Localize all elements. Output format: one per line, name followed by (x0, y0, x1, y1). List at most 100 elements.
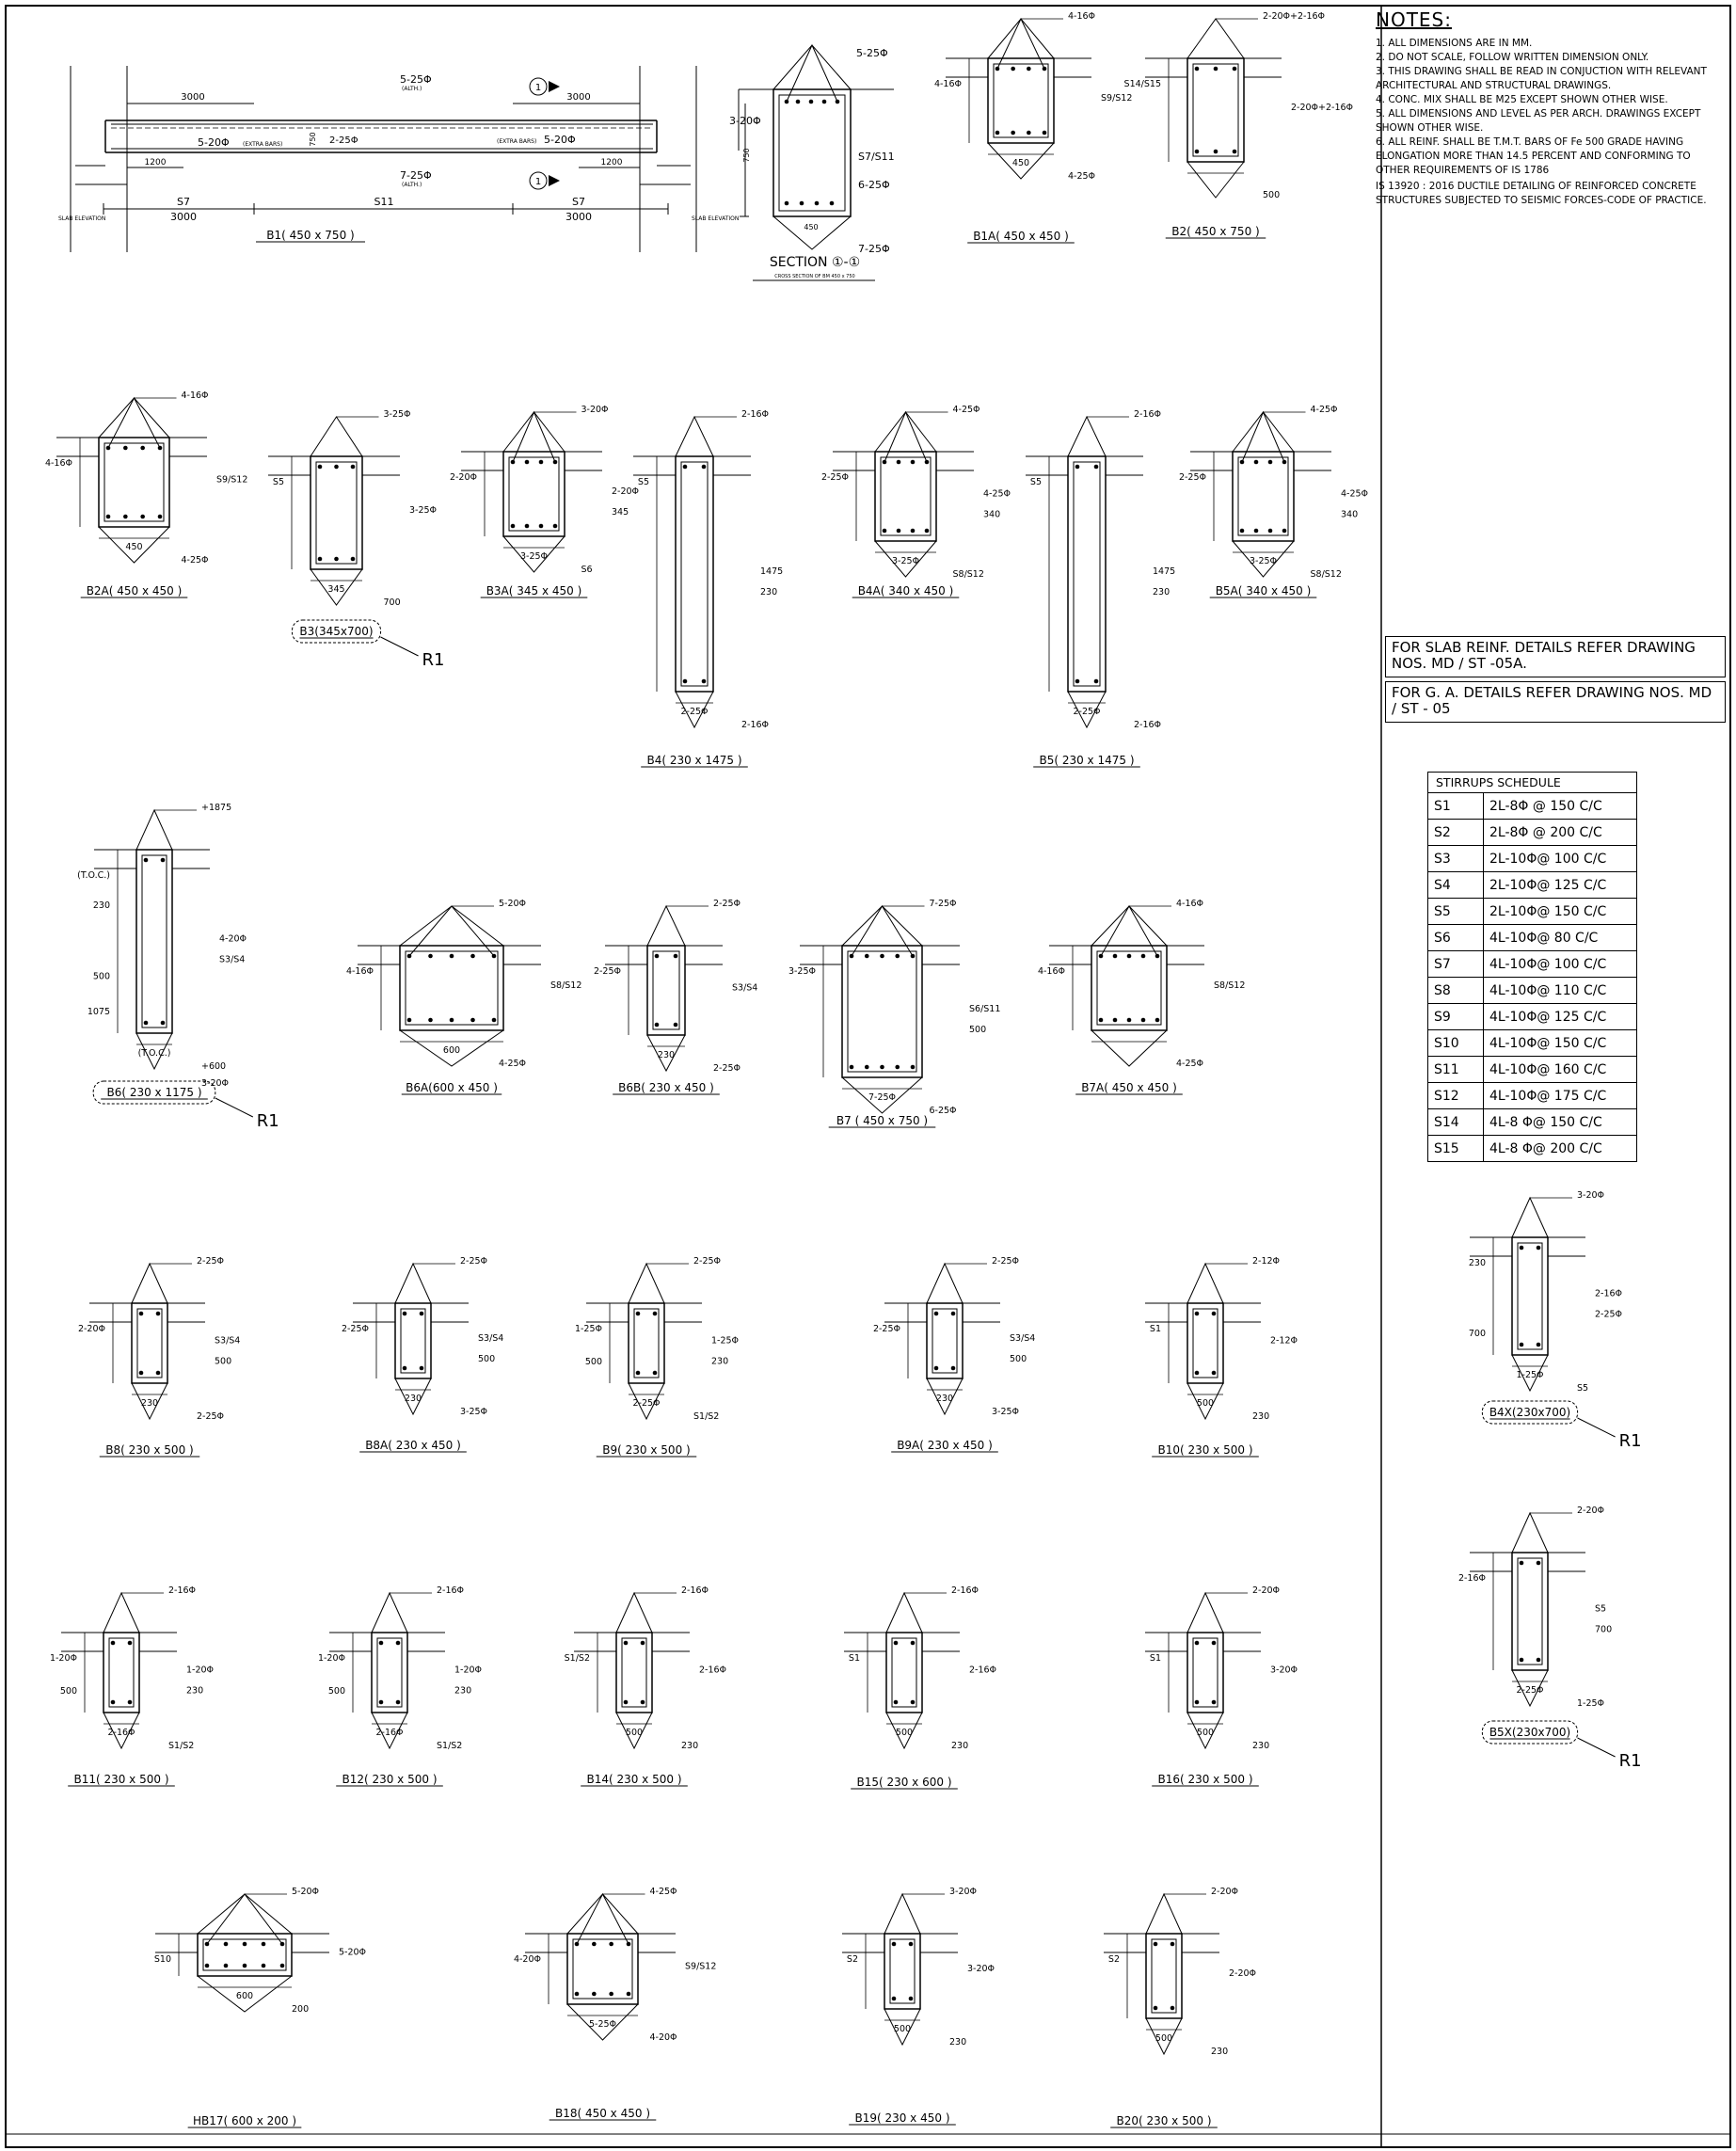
outline-rect (502, 451, 565, 537)
outline-rect (841, 945, 923, 1078)
bar-label: S5 (1595, 1604, 1606, 1615)
outline-rect (405, 950, 499, 1026)
rebar-dot (1098, 1017, 1104, 1023)
bar-label: 230 (760, 587, 777, 598)
bar-label: 3-25Φ (409, 505, 437, 516)
bar-label: S1 (849, 1653, 860, 1664)
bar-label: 500 (215, 1357, 231, 1367)
bar-label: 2-25Φ (1595, 1310, 1622, 1320)
bar-label: 4-16Φ (346, 966, 374, 977)
stirrup-id: S10 (1427, 1029, 1484, 1057)
revision-mark: R1 (1619, 1431, 1642, 1451)
outline-rect (1192, 63, 1239, 157)
bar-label: 2-25Φ (460, 1256, 487, 1267)
section-arrow (549, 81, 560, 92)
rebar-dot (123, 514, 128, 519)
bar-leader (1091, 1029, 1168, 1067)
bar-leader (1511, 1354, 1549, 1393)
bar-leader (772, 43, 852, 103)
beam-title: B5X(230x700) (1489, 1726, 1570, 1739)
rebar-dot (864, 1064, 869, 1070)
rebar-dot (105, 514, 111, 519)
rebar-dot (829, 200, 835, 206)
rebar-dot (552, 523, 558, 529)
bar-label: 4-25Φ (1068, 171, 1095, 182)
rebar-dot (623, 1699, 629, 1705)
bar-leader (926, 1262, 964, 1304)
drawing-line (1577, 1737, 1616, 1758)
rebar-dot (317, 464, 323, 470)
rebar-dot (609, 1991, 613, 1997)
outline-rect (108, 1637, 135, 1708)
rebar-dot (1253, 528, 1259, 534)
s11-label: S11 (374, 196, 394, 208)
bar-label: 2-16Φ (1134, 720, 1161, 730)
bar-label: 2-20Φ (612, 486, 639, 497)
rebar-dot (673, 953, 678, 959)
beam-title: B6( 230 x 1175 ) (106, 1086, 201, 1099)
rebar-dot (1140, 1017, 1146, 1023)
bar-leader (103, 1591, 140, 1633)
bar-label: 4-25Φ (650, 1887, 677, 1897)
rebar-dot (626, 1991, 631, 1997)
rebar-dot (1093, 464, 1099, 470)
bar-label: S3/S4 (219, 955, 245, 965)
rebar-dot (701, 464, 707, 470)
beam-title: B15( 230 x 600 ) (856, 1776, 951, 1789)
beam-title: B3A( 345 x 450 ) (486, 584, 582, 598)
bar-leader (646, 1034, 686, 1073)
rebar-dot (652, 1311, 658, 1316)
rebar-dot (419, 1365, 424, 1371)
outline-rect (926, 1302, 964, 1379)
bar-label: 500 (478, 1354, 495, 1364)
bar-label: 4-16Φ (182, 390, 209, 401)
outline-rect (104, 442, 165, 522)
outline-rect (1145, 1933, 1183, 2019)
bar-label: 700 (384, 598, 401, 608)
bar-label: S9/S12 (1101, 93, 1132, 104)
stirrup-spec: 4L-10Φ@ 150 C/C (1483, 1029, 1637, 1057)
bar-leader (107, 396, 161, 449)
mid-bars-label: 2-25Φ (329, 135, 358, 146)
outline-rect (141, 854, 167, 1028)
rebar-dot (242, 1963, 247, 1968)
bar-leader (1511, 1669, 1549, 1708)
rebar-dot (1519, 1245, 1524, 1251)
stirrup-id: S15 (1427, 1135, 1484, 1162)
outline-rect (675, 455, 714, 693)
bar-label: 4-16Φ (1176, 899, 1203, 909)
rebar-dot (395, 1640, 401, 1646)
rebar-dot (1042, 130, 1047, 135)
rebar-dot (880, 1064, 884, 1070)
rebar-dot (950, 1311, 956, 1316)
beam-title: B4X(230x700) (1489, 1406, 1570, 1419)
rebar-dot (1213, 66, 1218, 72)
rebar-dot (419, 1311, 424, 1316)
bar-label: 4-16Φ (1068, 11, 1095, 22)
stirrup-id: S14 (1427, 1108, 1484, 1136)
rebar-dot (334, 464, 339, 470)
bar-label: (T.O.C.) (138, 1048, 171, 1059)
beam-b4x-detail: 3-20Φ2302-16ΦS51-25Φ2-25Φ700B4X(230x700)… (1469, 1190, 1642, 1451)
beam-b6-detail: +1875(T.O.C.)4-20Φ+600(T.O.C.)S3/S410755… (77, 803, 279, 1131)
bar-label: 600 (443, 1045, 460, 1056)
outline-rect (131, 1302, 168, 1384)
bar-label: 4-25Φ (182, 555, 209, 566)
bar-leader (566, 2003, 639, 2041)
beam-title: B11( 230 x 500 ) (73, 1773, 168, 1786)
bar-leader (1241, 410, 1285, 463)
rebar-dot (701, 678, 707, 684)
rebar-dot (538, 459, 544, 465)
bar-leader (926, 1378, 964, 1416)
bar-label: 3-20Φ (949, 1887, 977, 1897)
rebar-dot (1519, 1342, 1524, 1347)
rebar-dot (1112, 953, 1118, 959)
bar-label: 4-25Φ (1176, 1059, 1203, 1069)
rebar-dot (882, 528, 887, 534)
rebar-dot (1267, 459, 1273, 465)
rebar-dot (933, 1311, 939, 1316)
bar-leader (310, 568, 363, 606)
